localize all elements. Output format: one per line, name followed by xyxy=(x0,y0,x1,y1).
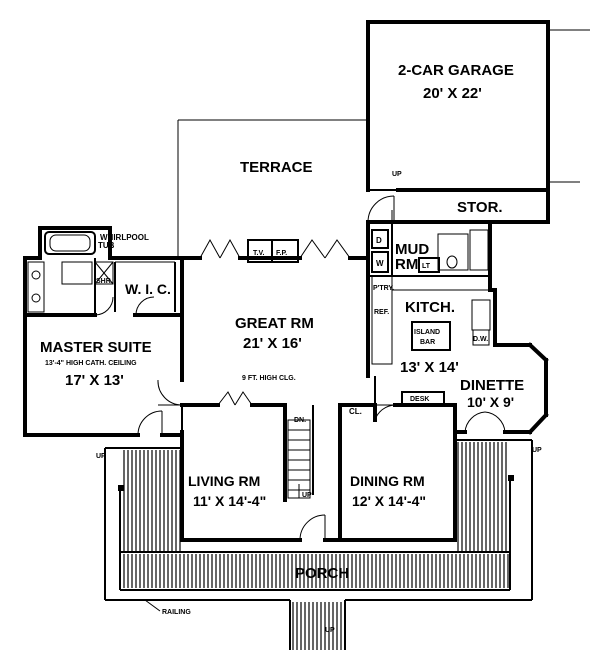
island-label-2: BAR xyxy=(420,339,435,346)
garage-walls xyxy=(366,20,590,224)
great-room-name: GREAT RM xyxy=(235,315,314,332)
porch-left-up-label: UP xyxy=(96,453,106,460)
kitchen-dim: 13' X 14' xyxy=(400,359,459,376)
desk xyxy=(401,391,445,406)
master-bath-fixtures xyxy=(27,231,155,316)
terrace-outline xyxy=(177,119,368,258)
mud-name-2: RM xyxy=(395,256,418,273)
terrace-name: TERRACE xyxy=(240,159,313,176)
kitchen-name: KITCH. xyxy=(405,299,455,316)
porch xyxy=(104,439,533,650)
great-room-note: 9 FT. HIGH CLG. xyxy=(242,375,296,382)
mud-room-details xyxy=(367,195,491,365)
ref-label: REF. xyxy=(374,309,389,316)
house-walls xyxy=(23,220,549,542)
dw-label: D.W. xyxy=(473,336,488,343)
great-room-openings xyxy=(137,238,506,541)
mud-name-1: MUD xyxy=(395,241,429,258)
porch-right-up-label: UP xyxy=(532,447,542,454)
master-name: MASTER SUITE xyxy=(40,339,152,356)
master-dim: 17' X 13' xyxy=(65,372,124,389)
stairs xyxy=(287,419,311,499)
living-name: LIVING RM xyxy=(188,473,260,489)
ptry-label: P'TRY. xyxy=(373,285,394,292)
railing-label: RAILING xyxy=(162,609,191,616)
dining-dim: 12' X 14'-4" xyxy=(352,493,426,509)
desk-label: DESK xyxy=(410,396,429,403)
fp-label: F.P. xyxy=(276,250,287,257)
d-label: D xyxy=(376,236,382,245)
tv-label: T.V. xyxy=(253,250,264,257)
whirlpool-label-2: TUB xyxy=(98,241,115,250)
garage-name: 2-CAR GARAGE xyxy=(398,62,514,79)
shr-label: SHR. xyxy=(96,278,113,285)
island-label-1: ISLAND xyxy=(414,329,440,336)
dinette-name: DINETTE xyxy=(460,377,524,394)
master-note: 13'-4" HIGH CATH. CEILING xyxy=(45,360,137,367)
great-room-dim: 21' X 16' xyxy=(243,335,302,352)
living-dim: 11' X 14'-4" xyxy=(193,493,266,509)
garage-up-label: UP xyxy=(392,171,402,178)
dining-name: DINING RM xyxy=(350,473,425,489)
steps-up-label: UP xyxy=(325,627,335,634)
stairs-up-label: UP xyxy=(302,492,312,499)
lt-label: LT xyxy=(422,263,431,270)
stor-name: STOR. xyxy=(457,199,503,216)
stairs-down-label: DN. xyxy=(294,417,306,424)
garage-dim: 20' X 22' xyxy=(423,85,482,102)
wic-name: W. I. C. xyxy=(125,281,171,297)
dinette-dim: 10' X 9' xyxy=(467,394,514,410)
w-label: W xyxy=(376,259,384,268)
whirlpool-label-1: WHIRLPOOL xyxy=(100,233,149,242)
porch-name: PORCH xyxy=(295,565,349,582)
closet-label: CL. xyxy=(349,407,362,416)
